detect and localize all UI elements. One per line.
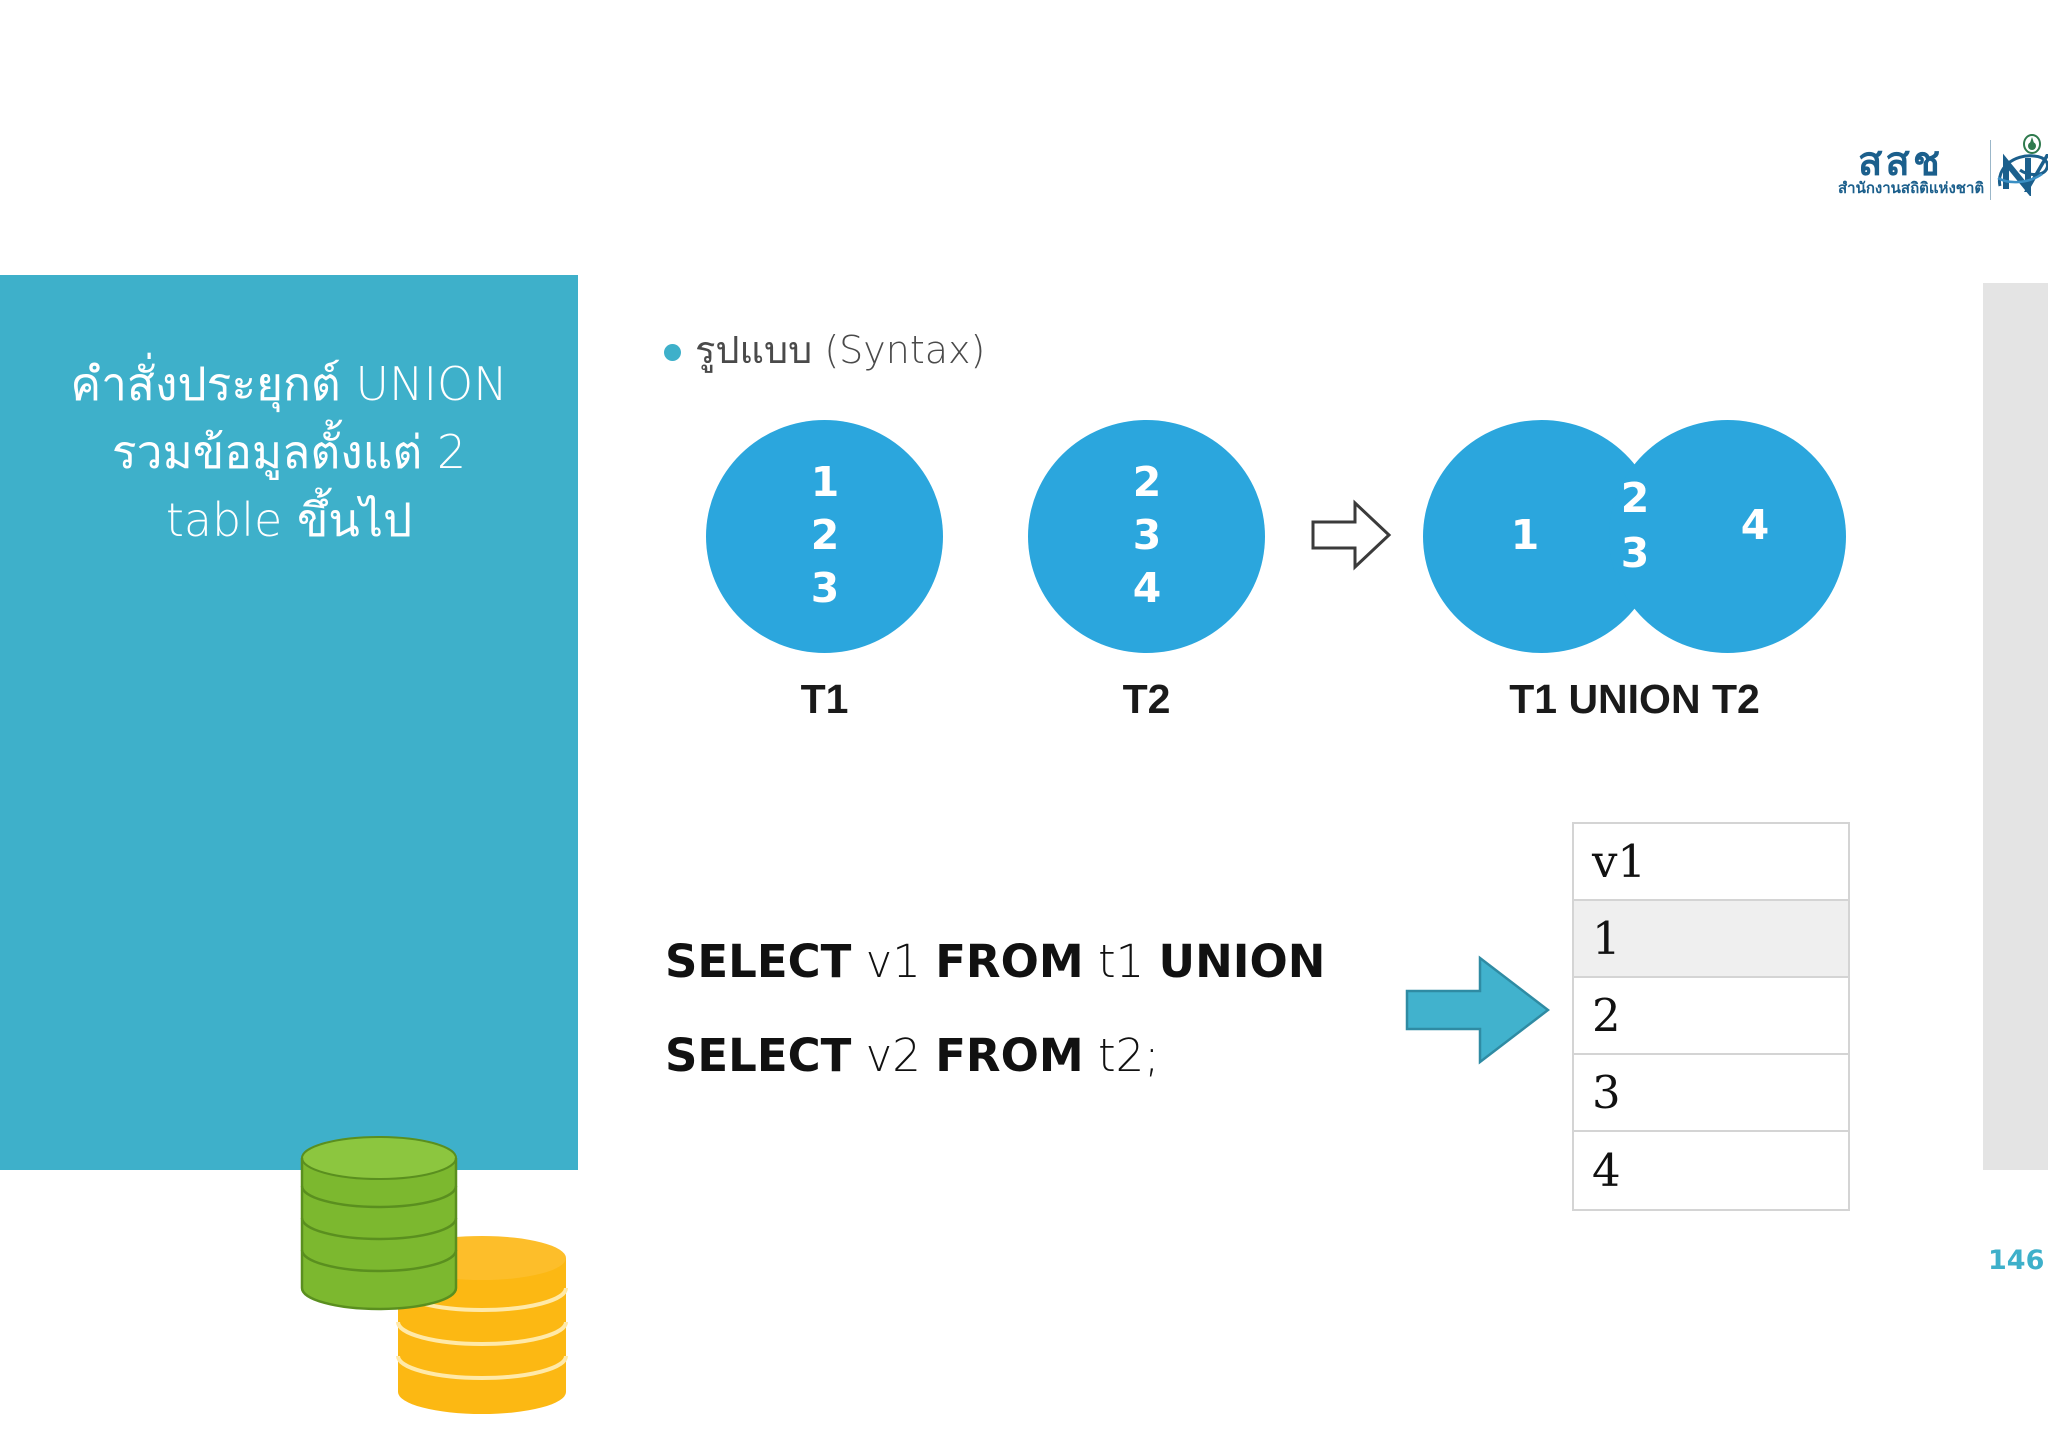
organization-logo: สสช สำนักงานสถิติแห่งชาติ	[1838, 134, 2048, 212]
logo-divider	[1990, 140, 1991, 200]
venn-circle-t2	[1028, 420, 1265, 653]
sql-table-t2: t2;	[1097, 1029, 1160, 1082]
sql-statement-block: SELECT v1 FROM t1 UNION SELECT v2 FROM t…	[665, 915, 1365, 1103]
arrow-right-outline-icon	[1311, 499, 1392, 571]
venn-t2-value-1: 2	[1132, 458, 1162, 506]
venn-label-t2: T2	[1122, 676, 1171, 722]
venn-t2-value-2: 3	[1132, 511, 1162, 559]
venn-union-overlap-top: 2	[1620, 474, 1650, 522]
side-panel: คำสั่งประยุกต์ UNION รวมข้อมูลตั้งแต่ 2 …	[0, 275, 578, 1414]
venn-union-left-value: 1	[1510, 511, 1540, 559]
sql-line-2: SELECT v2 FROM t2;	[665, 1009, 1365, 1103]
side-panel-title: คำสั่งประยุกต์ UNION รวมข้อมูลตั้งแต่ 2 …	[34, 350, 544, 554]
venn-t1-value-1: 1	[810, 458, 840, 506]
stylized-n-mark-icon	[1997, 134, 2048, 196]
result-table-header-v1: v1	[1592, 835, 1647, 888]
table-row[interactable]: 3	[1574, 1055, 1848, 1132]
bullet-dot-icon	[664, 344, 681, 361]
sql-keyword-select-1: SELECT	[665, 935, 852, 988]
venn-t1-value-2: 2	[810, 511, 840, 559]
logo-full-name: สำนักงานสถิติแห่งชาติ	[1838, 179, 1985, 197]
venn-circle-union-right	[1609, 420, 1846, 653]
sql-keyword-union: UNION	[1158, 935, 1326, 988]
venn-union-right-value: 4	[1740, 501, 1770, 549]
page-edge-strip[interactable]	[1983, 283, 2048, 1170]
venn-label-t1: T1	[800, 676, 849, 722]
table-row[interactable]: 2	[1574, 978, 1848, 1055]
venn-t1-value-3: 3	[810, 564, 840, 612]
venn-label-union: T1 UNION T2	[1509, 676, 1760, 722]
sql-keyword-from-1: FROM	[935, 935, 1084, 988]
result-table-cell-1: 1	[1592, 912, 1621, 965]
syntax-bullet-label: รูปแบบ (Syntax)	[695, 328, 986, 372]
side-title-line-3: table ขึ้นไป	[165, 493, 413, 547]
sql-keyword-select-2: SELECT	[665, 1029, 852, 1082]
result-table-cell-4: 4	[1592, 1144, 1621, 1197]
arrow-right-filled-icon	[1405, 955, 1550, 1065]
venn-union-overlap-bottom: 3	[1620, 529, 1650, 577]
table-row[interactable]: 4	[1574, 1132, 1848, 1209]
logo-acronym: สสช	[1858, 139, 1943, 185]
sql-table-t1: t1	[1097, 935, 1145, 988]
sql-line-1: SELECT v1 FROM t1 UNION	[665, 915, 1365, 1009]
sql-keyword-from-2: FROM	[935, 1029, 1084, 1082]
venn-circle-t1	[706, 420, 943, 653]
database-stack-icon	[300, 1136, 568, 1414]
side-title-line-1: คำสั่งประยุกต์ UNION	[70, 357, 508, 411]
page-number: 146	[1988, 1245, 2045, 1276]
sql-column-v1: v1	[865, 935, 921, 988]
syntax-bullet-row: รูปแบบ (Syntax)	[664, 326, 985, 374]
result-table: v1 1 2 3 4	[1572, 822, 1850, 1211]
union-venn-diagram: 1 2 3 T1 2 3 4 T2 1 2 3 4 T1 UNION T2	[690, 420, 1880, 760]
result-table-cell-3: 3	[1592, 1066, 1621, 1119]
result-table-header-row: v1	[1574, 824, 1848, 901]
sql-column-v2: v2	[865, 1029, 921, 1082]
side-title-line-2: รวมข้อมูลตั้งแต่ 2	[111, 425, 467, 479]
venn-t2-value-3: 4	[1132, 564, 1162, 612]
result-table-cell-2: 2	[1592, 989, 1621, 1042]
table-row[interactable]: 1	[1574, 901, 1848, 978]
